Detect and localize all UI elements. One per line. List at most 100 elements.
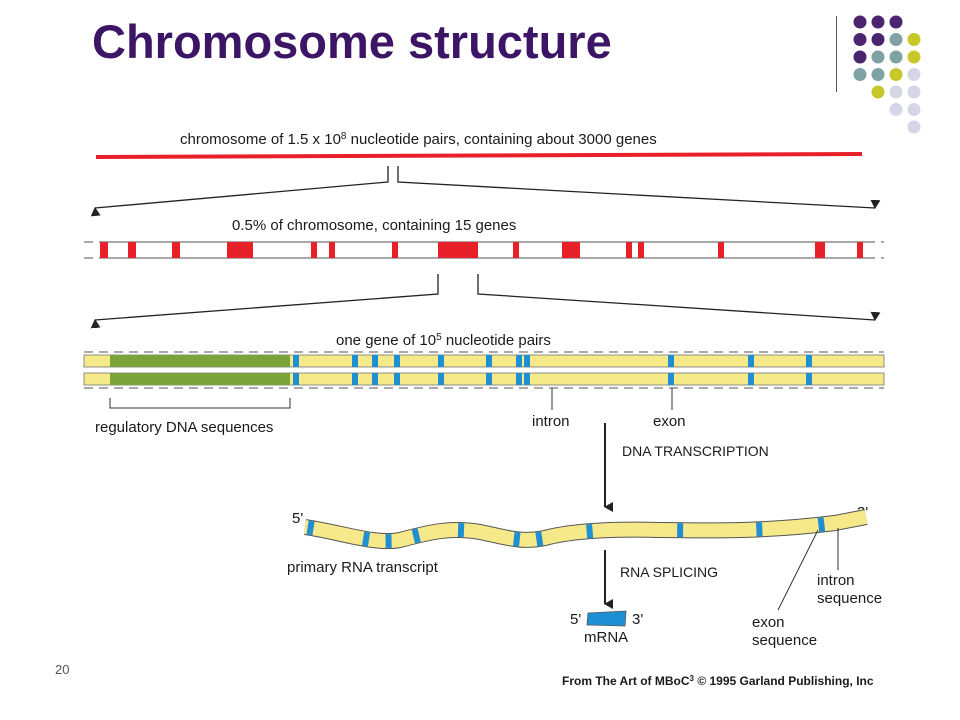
regulatory-region [110, 355, 290, 367]
gene-exon [394, 373, 400, 385]
segment-strip [84, 241, 884, 259]
intron-sequence-label-2: sequence [817, 590, 882, 607]
credit-text: From The Art of MBoC3 © 1995 Garland Pub… [562, 674, 874, 689]
intron-label: intron [532, 413, 570, 430]
decorative-dot [907, 33, 921, 46]
gene-exon [806, 373, 812, 385]
gene-block [329, 242, 335, 258]
transcript-exon [361, 531, 371, 547]
gene-block [638, 242, 644, 258]
decorative-dot [871, 33, 885, 46]
gene-exon [486, 355, 492, 367]
gene-exon [524, 373, 530, 385]
decorative-dot [907, 85, 921, 99]
decorative-dot [853, 33, 867, 46]
transcription-label: DNA TRANSCRIPTION [622, 443, 769, 459]
regulatory-label: regulatory DNA sequences [95, 419, 273, 436]
gene-exon [748, 373, 754, 385]
gene-exon [668, 373, 674, 385]
gene-exon [516, 355, 522, 367]
decorative-dot [889, 50, 903, 64]
gene-exon [352, 355, 358, 367]
segment-label: 0.5% of chromosome, containing 15 genes [232, 217, 516, 234]
gene-exon [293, 373, 299, 385]
zoom-lines-gene [90, 274, 881, 329]
gene-block [626, 242, 632, 258]
gene-exon [438, 373, 444, 385]
gene-block [513, 242, 519, 258]
title-divider-line [836, 16, 837, 92]
zoom-lines-chromosome [90, 166, 881, 217]
transcript-exon [513, 532, 521, 547]
gene-exon [806, 355, 812, 367]
decorative-dot [889, 15, 903, 29]
transcript-exon [457, 522, 465, 538]
gene-exon [438, 355, 444, 367]
transcript-exon [756, 522, 763, 537]
gene-exon [372, 373, 378, 385]
decorative-dot [889, 103, 903, 116]
exon-sequence-label-2: sequence [752, 632, 817, 649]
gene-block [438, 242, 478, 258]
gene-exon [372, 355, 378, 367]
decorative-dot [853, 50, 867, 64]
transcript-exon [586, 524, 594, 539]
five-prime-label: 5' [292, 510, 303, 527]
decorative-dot [889, 33, 903, 46]
gene-block [562, 242, 580, 258]
transcript-exons [306, 517, 826, 549]
gene-block [128, 242, 136, 258]
mrna-label: mRNA [584, 629, 628, 646]
gene-exon [748, 355, 754, 367]
gene-exon [394, 355, 400, 367]
decorative-dot-grid [853, 15, 921, 134]
primary-rna-transcript [303, 510, 868, 549]
gene-block [172, 242, 180, 258]
decorative-dot [889, 68, 903, 81]
decorative-dot [907, 103, 921, 116]
gene-block [227, 242, 253, 258]
gene-block [311, 242, 317, 258]
gene-exon [352, 373, 358, 385]
exon-sequence-pointer [777, 529, 819, 611]
gene-block [815, 242, 825, 258]
transcript-exon [817, 517, 826, 532]
slide-title: Chromosome structure [92, 15, 612, 68]
gene-block [392, 242, 398, 258]
decorative-dot [907, 120, 921, 134]
exon-label: exon [653, 413, 686, 430]
gene-exon [524, 355, 530, 367]
decorative-dot [907, 68, 921, 81]
transcript-exon [411, 528, 421, 544]
gene-block [718, 242, 724, 258]
gene-double-strand [83, 351, 885, 389]
decorative-dot [871, 50, 885, 64]
decorative-dot [871, 85, 885, 99]
transcript-exon [535, 531, 544, 547]
transcript-exon [306, 520, 315, 536]
decorative-dot [871, 15, 885, 29]
gene-exon [668, 355, 674, 367]
regulatory-region [110, 373, 290, 385]
gene-label: one gene of 105 nucleotide pairs [336, 332, 551, 350]
regulatory-bracket [109, 398, 291, 409]
transcript-exon [677, 523, 684, 538]
gene-exon [516, 373, 522, 385]
intron-sequence-label-1: intron [817, 572, 855, 589]
slide-number: 20 [55, 662, 70, 677]
gene-block [857, 242, 863, 258]
gene-block [100, 242, 108, 258]
exon-sequence-label-1: exon [752, 614, 785, 631]
decorative-dot [853, 15, 867, 29]
decorative-dot [889, 85, 903, 99]
mrna-five-prime-label: 5' [570, 611, 581, 628]
transcript-exon [385, 534, 392, 549]
decorative-dot [853, 68, 867, 81]
splicing-label: RNA SPLICING [620, 564, 718, 580]
gene-blocks [100, 242, 863, 258]
decorative-dot [907, 50, 921, 64]
primary-transcript-label: primary RNA transcript [287, 559, 439, 576]
chromosome-line [95, 152, 863, 159]
chromosome-label: chromosome of 1.5 x 108 nucleotide pairs… [180, 131, 657, 149]
